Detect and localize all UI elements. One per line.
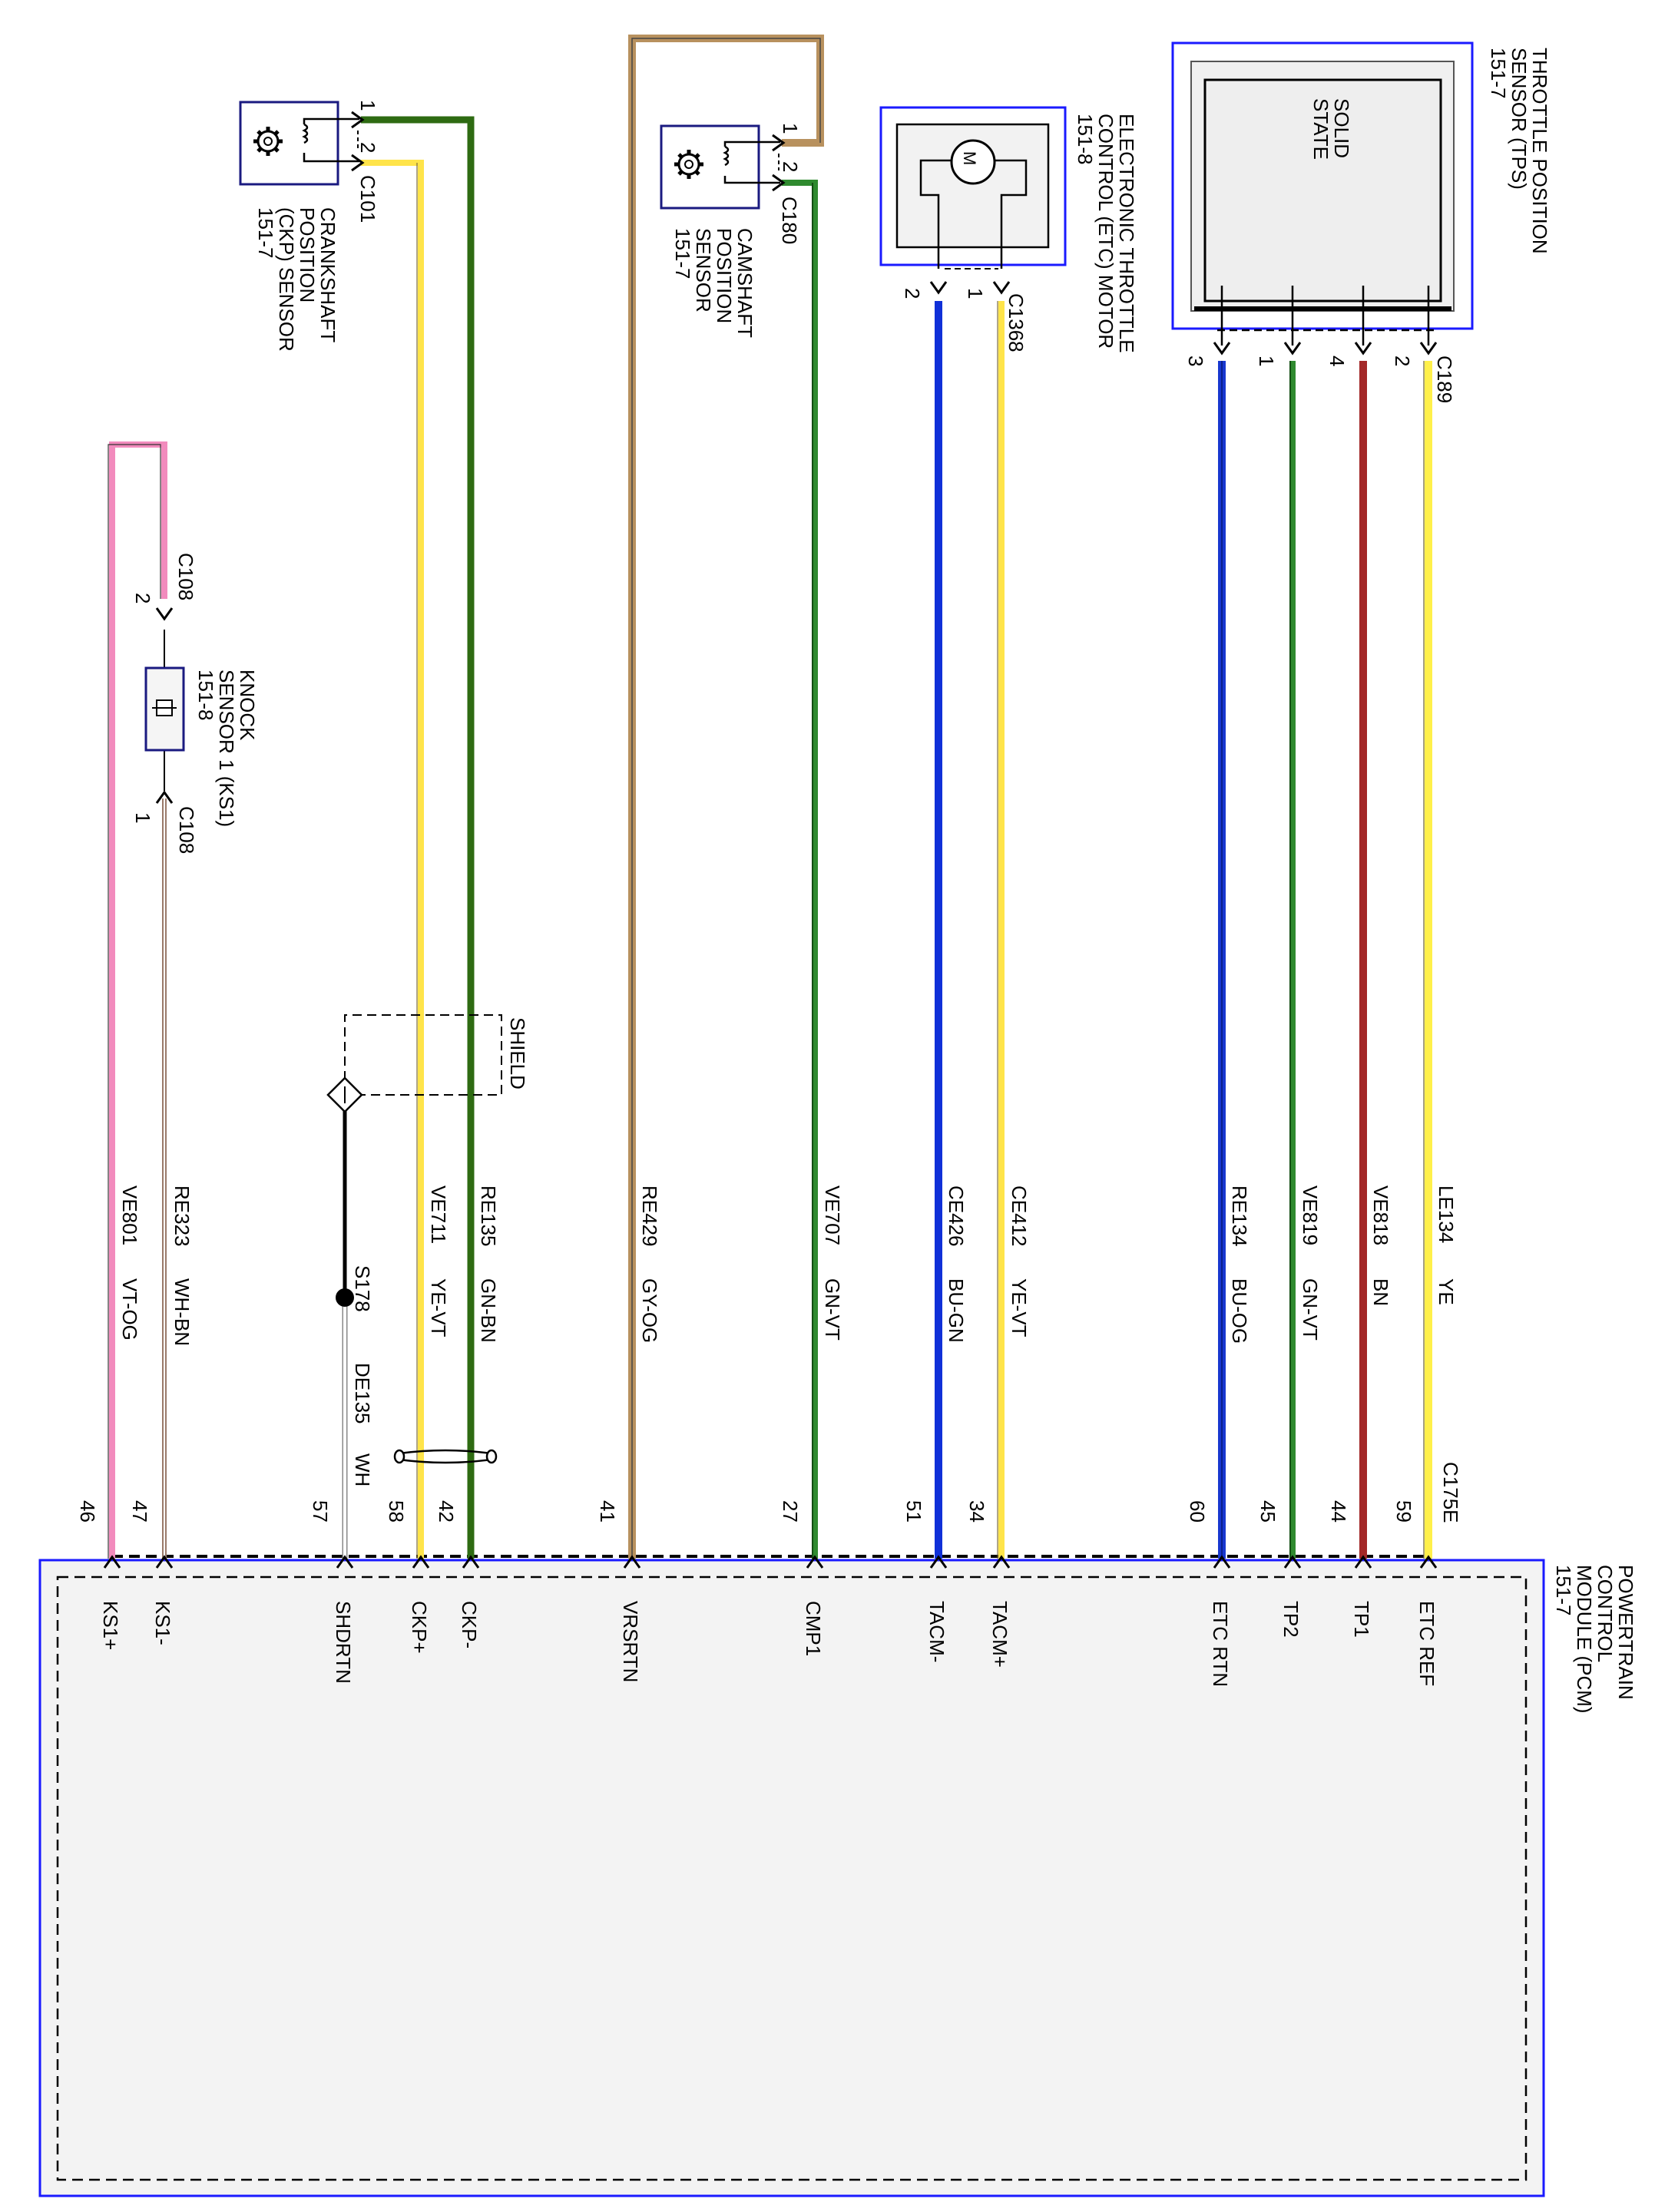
knock-sensor-component [144, 630, 185, 791]
pcm-inner-box [56, 1576, 1528, 2181]
motor-icon [950, 139, 996, 185]
wire-re429 [628, 35, 824, 1559]
shield-symbol [326, 1014, 502, 1464]
wires [108, 35, 1432, 1559]
cmp-sensor-component [660, 124, 780, 210]
wire-ve707 [782, 180, 818, 1559]
pcm-module-box [38, 1559, 1545, 2197]
wire-re135 [361, 116, 475, 1559]
ckp-sensor-component [239, 101, 359, 186]
splice-s178 [336, 1288, 354, 1307]
twisted-pair-icon [393, 1449, 498, 1464]
tps-component [1171, 41, 1474, 346]
wire-ve711 [361, 160, 424, 1559]
etc-motor-component [879, 106, 1067, 269]
wire-ve801 [109, 441, 167, 1559]
connector-chevrons [103, 111, 1438, 1569]
